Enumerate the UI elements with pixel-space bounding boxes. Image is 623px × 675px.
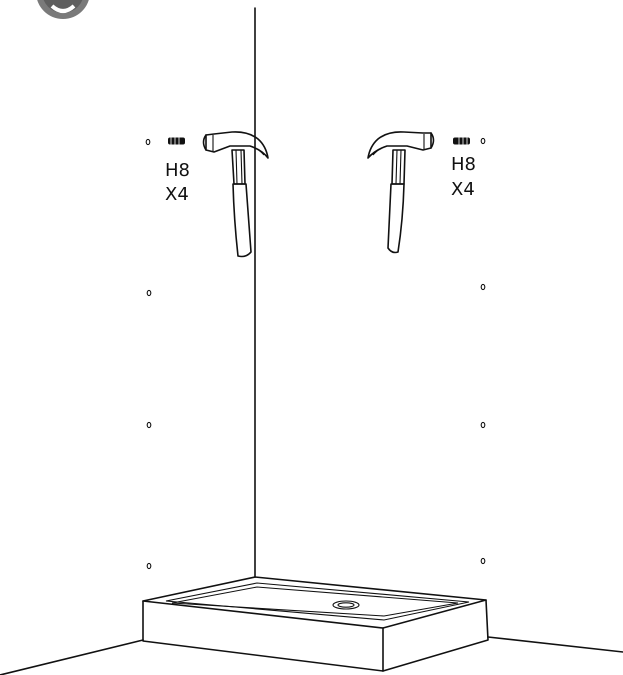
drill-hole <box>480 137 486 145</box>
drill-hole <box>480 421 486 429</box>
drill-hole <box>480 283 486 291</box>
left-wall-drill-holes <box>145 138 152 570</box>
left-fastener-quantity: X4 <box>165 184 189 205</box>
left-fastener-code: H8 <box>165 160 190 181</box>
right-wall-drill-holes <box>480 137 486 565</box>
hammer-icon <box>202 131 269 258</box>
screw-anchor-icon <box>168 137 185 145</box>
floor-lines <box>0 636 623 675</box>
screw-anchor-icon <box>453 137 470 145</box>
drill-hole <box>146 289 152 297</box>
right-fastener-quantity: X4 <box>451 179 475 200</box>
hammer-icon <box>367 131 435 254</box>
drill-hole <box>146 421 152 429</box>
drill-hole <box>145 138 151 146</box>
right-fastener-code: H8 <box>451 154 476 175</box>
drill-hole <box>480 557 486 565</box>
drill-hole <box>146 562 152 570</box>
shower-tray <box>142 576 489 672</box>
drain-icon <box>332 600 360 610</box>
step-number-badge <box>37 0 89 19</box>
